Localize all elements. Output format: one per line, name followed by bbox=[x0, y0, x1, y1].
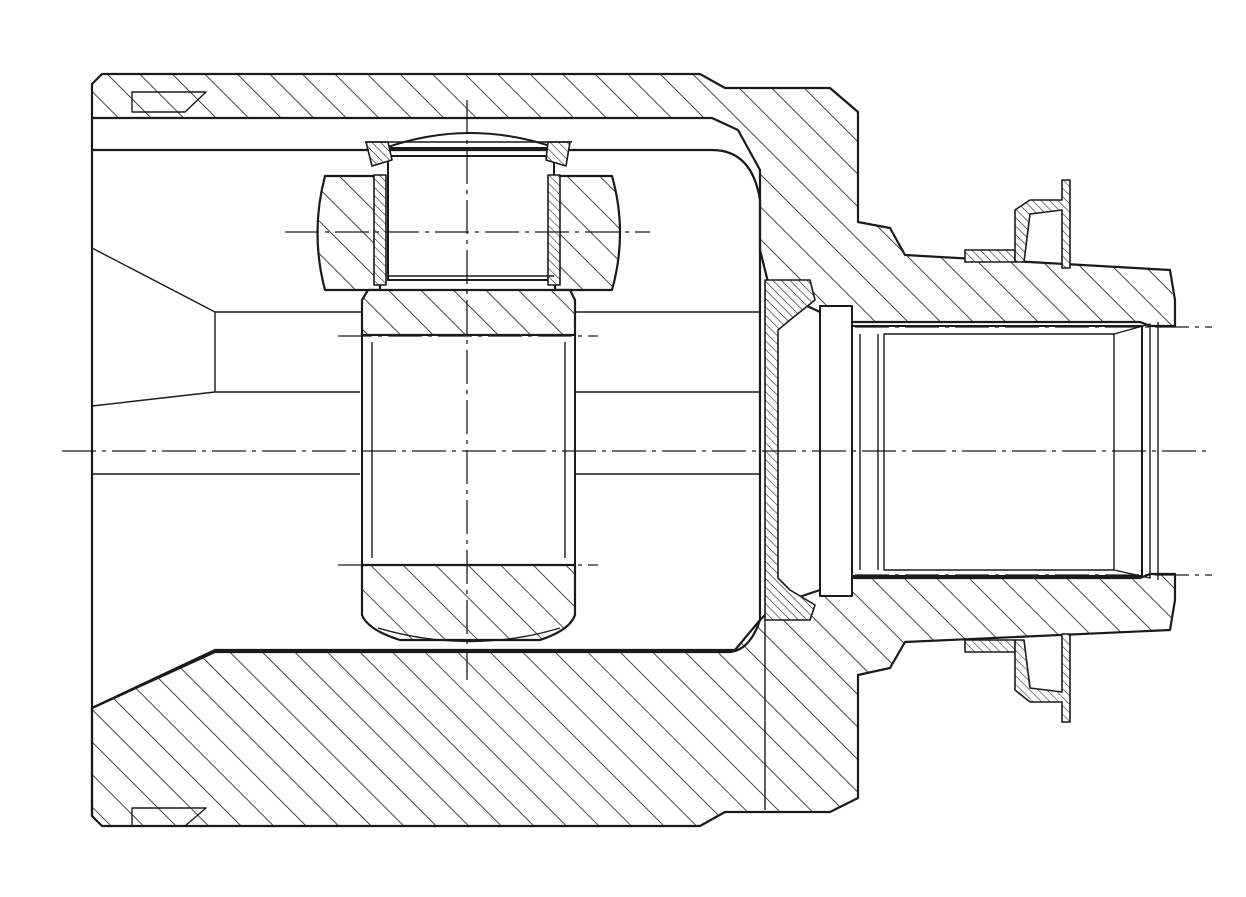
upper-roller-assembly bbox=[316, 132, 622, 292]
centerlines bbox=[62, 100, 1212, 680]
housing-bore-outline bbox=[90, 116, 762, 818]
trunnion-pin bbox=[360, 288, 577, 643]
housing-upper-section bbox=[90, 72, 1177, 328]
dust-shield-upper bbox=[964, 179, 1071, 269]
housing-lower-section bbox=[90, 572, 1177, 828]
dust-shield-lower bbox=[964, 633, 1071, 723]
